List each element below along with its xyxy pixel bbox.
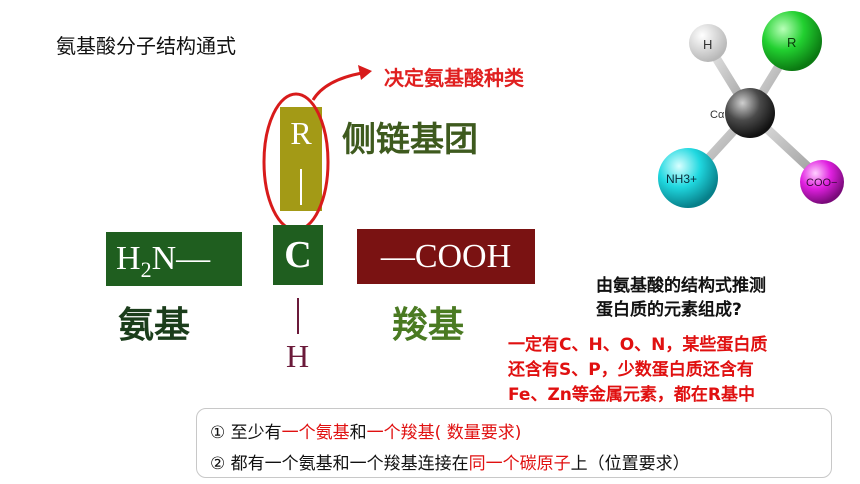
req1-text-c: 和 (349, 423, 367, 443)
annotation-arrow (311, 71, 363, 101)
atom-coo (800, 160, 844, 204)
central-carbon-box: C (273, 225, 323, 285)
atom-nh3 (658, 148, 718, 208)
question-text: 由氨基酸的结构式推测 蛋白质的元素组成? (596, 274, 766, 322)
atom-r (762, 11, 822, 71)
question-line-2: 蛋白质的元素组成? (596, 300, 742, 320)
molecule-model: H R Cα NH3+ COO− (658, 11, 844, 208)
r-bond-line (300, 169, 302, 205)
amino-subscript: 2 (140, 256, 152, 282)
annotation-arrowhead (358, 65, 372, 80)
r-group-box: R (280, 107, 322, 211)
atom-h (689, 24, 727, 62)
r-group-ellipse (262, 92, 330, 232)
atom-h-label: H (703, 37, 712, 52)
req2-text-c: 上（位置要求） (570, 454, 690, 474)
hydrogen-letter: H (286, 338, 310, 374)
amino-group-box: H2N— (106, 232, 242, 286)
carboxyl-label: 羧基 (392, 305, 465, 346)
req2-number: ② (210, 454, 226, 474)
atom-coo-label: COO− (806, 177, 837, 189)
page-title: 氨基酸分子结构通式 (56, 34, 236, 58)
req2-text-b: 同一个碳原子 (468, 454, 571, 474)
question-line-1: 由氨基酸的结构式推测 (596, 276, 766, 296)
answer-text: 一定有C、H、O、N，某些蛋白质 还含有S、P，少数蛋白质还含有 Fe、Zn等金… (508, 333, 767, 408)
requirements-box (196, 408, 832, 478)
annotation-text: 决定氨基酸种类 (384, 66, 524, 90)
atom-nh3-label: NH3+ (666, 172, 697, 186)
amino-h: H (116, 240, 141, 277)
req1-text-d: 一个羧基 (366, 423, 435, 443)
r-group-letter: R (290, 115, 312, 151)
atom-c-label: Cα (710, 109, 725, 121)
answer-line-1: 一定有C、H、O、N，某些蛋白质 (508, 335, 768, 355)
carboxyl-group-box: —COOH (357, 229, 535, 284)
side-chain-label: 侧链基团 (342, 120, 478, 160)
req1-text-a: 至少有 (230, 423, 282, 443)
requirement-1: ① 至少有一个氨基和一个羧基( 数量要求) (210, 418, 521, 443)
amino-n: N— (151, 240, 211, 277)
req1-text-e: ( 数量要求) (434, 423, 522, 443)
requirement-2: ② 都有一个氨基和一个羧基连接在同一个碳原子上（位置要求） (210, 449, 690, 474)
h-bond-line (297, 298, 299, 334)
req1-text-b: 一个氨基 (281, 423, 350, 443)
atom-r-label: R (787, 35, 796, 50)
atom-c (725, 88, 775, 138)
amino-label: 氨基 (118, 305, 191, 346)
req1-number: ① (210, 423, 226, 443)
answer-line-2: 还含有S、P，少数蛋白质还含有 (508, 360, 754, 380)
req2-text-a: 都有一个氨基和一个羧基连接在 (230, 454, 469, 474)
answer-line-3: Fe、Zn等金属元素，都在R基中 (508, 385, 755, 405)
